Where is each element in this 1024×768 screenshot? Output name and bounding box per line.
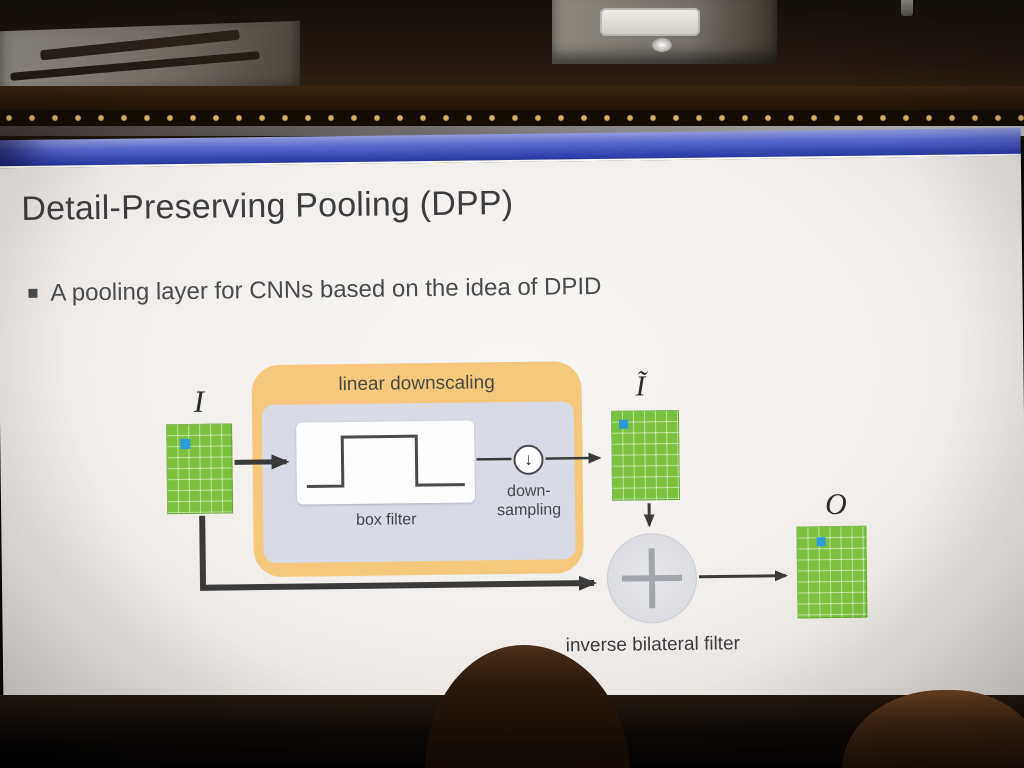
ceiling-fixture — [901, 0, 913, 16]
bullet-square-icon — [28, 288, 38, 298]
corner-shadow — [0, 740, 120, 768]
box-filter-plot — [296, 420, 476, 505]
downsampling-label-line1: down- — [507, 482, 551, 501]
down-arrow-icon: ↓ — [524, 449, 533, 469]
output-image-label: O — [824, 487, 847, 522]
filter-panel: box filter — [261, 401, 576, 564]
air-vent — [600, 8, 700, 36]
combine-node — [606, 532, 698, 624]
output-image-grid — [796, 525, 868, 619]
arrow-plus-to-output — [698, 570, 788, 582]
slide: Detail-Preserving Pooling (DPP) A poolin… — [0, 153, 1024, 709]
downsampling-label: down- sampling — [479, 481, 579, 520]
ceiling-beam — [0, 86, 1024, 112]
input-image-label: I — [193, 383, 205, 419]
linear-downscaling-label: linear downscaling — [338, 372, 495, 396]
plus-icon — [621, 548, 683, 609]
linear-downscaling-block: linear downscaling box filter — [251, 361, 584, 578]
stage-lights-row — [0, 110, 1024, 126]
projection-screen: Detail-Preserving Pooling (DPP) A poolin… — [0, 127, 1024, 709]
downscaled-image-label: Ĩ — [635, 370, 646, 403]
screen-top-strip — [0, 126, 1024, 136]
downsampling-icon: ↓ — [513, 444, 544, 475]
box-filter-label: box filter — [355, 511, 417, 529]
highlight-pixel — [180, 438, 191, 450]
bullet-item: A pooling layer for CNNs based on the id… — [28, 272, 602, 308]
bullet-text: A pooling layer for CNNs based on the id… — [50, 272, 602, 307]
step-function-icon — [306, 434, 465, 489]
input-image-grid — [166, 423, 234, 515]
room-ceiling — [0, 0, 1024, 140]
slide-title: Detail-Preserving Pooling (DPP) — [21, 183, 514, 228]
downscaled-image-grid — [610, 409, 681, 501]
highlight-pixel — [816, 537, 826, 547]
highlight-pixel — [619, 419, 629, 429]
ceiling-light — [652, 38, 672, 52]
downsampling-label-line2: sampling — [497, 501, 562, 520]
